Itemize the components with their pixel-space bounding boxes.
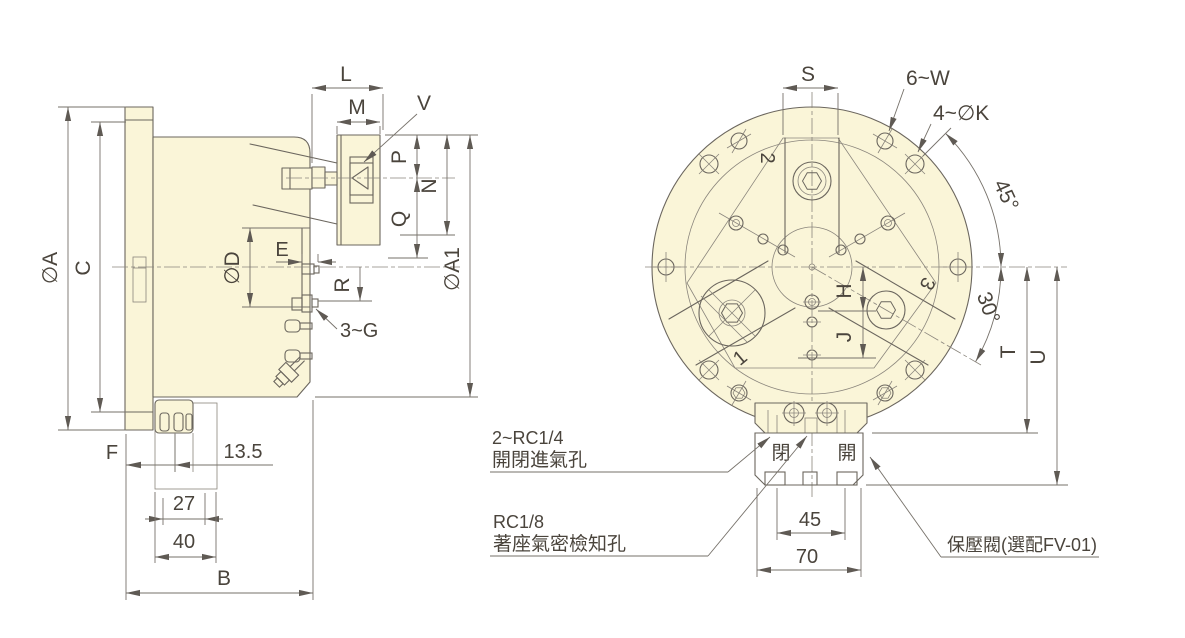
dim-label-Q: Q: [388, 211, 411, 227]
note-rc18-spec: RC1/8: [493, 512, 544, 532]
dim-label-13-5: 13.5: [224, 441, 263, 463]
port-label-close: 閉: [771, 443, 790, 464]
master-jaw: [336, 134, 381, 246]
dim-label-45: 45: [799, 509, 821, 531]
dim-label-U: U: [1027, 349, 1050, 364]
valve-block-front: 閉 開: [754, 401, 868, 486]
dim-label-L: L: [340, 63, 352, 86]
dim-label-4K: 4~∅K: [933, 102, 989, 125]
wedge-line-lower: [252, 204, 338, 225]
dim-label-N: N: [418, 178, 441, 193]
jaw-screws: [698, 161, 906, 347]
dim-label-A1: ∅A1: [441, 247, 464, 291]
wedge-plate-outline: [686, 137, 937, 369]
dim-label-R: R: [331, 277, 354, 292]
note-valve-text: 保壓閥(選配FV-01): [947, 535, 1097, 555]
note-rc14-spec: 2~RC1/4: [492, 428, 564, 448]
dim-label-70: 70: [796, 546, 818, 568]
mount-holes-k: [698, 153, 926, 381]
dim-label-F: F: [106, 442, 118, 464]
dim-label-6W: 6~W: [906, 67, 950, 90]
dim-label-45deg: 45°: [989, 176, 1023, 215]
port-label-open: 開: [837, 443, 856, 464]
dim-label-T: T: [997, 345, 1020, 358]
front-view: 2 3 1 閉 開 S 6~W: [490, 63, 1099, 577]
dim-label-40: 40: [173, 531, 195, 553]
jaw-slots: [668, 137, 956, 366]
angle-fitting: [273, 356, 305, 388]
dim-label-E: E: [275, 239, 288, 261]
dim-label-M: M: [348, 96, 366, 119]
dim-label-H: H: [833, 283, 856, 298]
jaw-number-2: 2: [756, 152, 778, 163]
wedge-plunger: [281, 166, 338, 190]
dim-label-V: V: [417, 92, 431, 115]
mount-holes-w: [651, 128, 973, 406]
note-rc14-text: 開閉進氣孔: [492, 449, 587, 471]
flange-plate: [124, 106, 154, 431]
dim-label-S: S: [801, 63, 815, 86]
dim-label-J: J: [833, 332, 856, 343]
note-rc18-text: 著座氣密檢知孔: [493, 533, 626, 555]
rear-fittings: [273, 263, 320, 388]
dim-label-P: P: [388, 150, 411, 164]
side-view: ∅A C L M V P N: [39, 63, 478, 600]
valve-block-side: [154, 399, 194, 434]
jaw3-axis: [811, 266, 982, 366]
wedge-line-upper: [249, 143, 338, 164]
pin-holes: [718, 212, 906, 361]
dim-label-D: ∅D: [221, 251, 244, 284]
dim-label-27: 27: [173, 493, 195, 515]
dim-label-C: C: [72, 260, 95, 275]
side-view-dimensions: ∅A C L M V P N: [39, 63, 478, 600]
dim-label-A: ∅A: [39, 252, 62, 284]
dim-label-B: B: [217, 567, 231, 590]
dim-label-3G: 3~G: [340, 320, 378, 342]
callout-notes: 2~RC1/4 開閉進氣孔 RC1/8 著座氣密檢知孔 保壓閥(選配FV-01): [490, 428, 1099, 558]
front-view-dimensions: S 6~W 4~∅K 45° 30° H J T: [756, 63, 1068, 577]
